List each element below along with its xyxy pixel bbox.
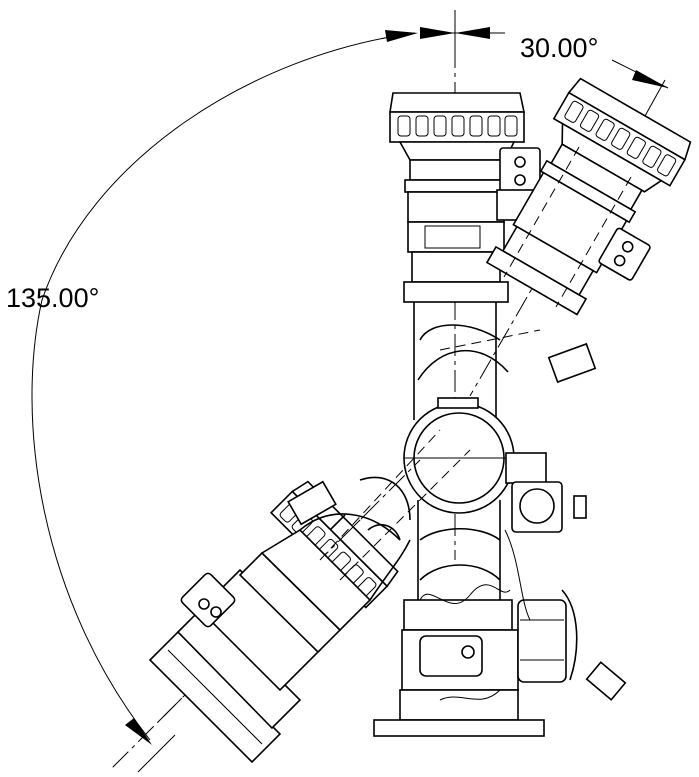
coupling-top-ring — [389, 92, 525, 113]
nozzle-clamp — [407, 221, 505, 253]
valve-top-cap — [437, 397, 479, 409]
handwheel-lower — [287, 480, 337, 526]
arrow-head-icon — [455, 27, 490, 39]
dimension-135-degrees: 135.00° — [6, 30, 418, 773]
arrow-head-icon — [125, 718, 152, 745]
tilted-nozzle-30 — [469, 77, 692, 397]
lower-actuator — [517, 599, 567, 683]
base-plate — [373, 719, 545, 737]
angled-extension-line-lower — [137, 734, 176, 773]
nozzle-body — [407, 191, 505, 223]
handwheel-upper — [547, 342, 597, 384]
arrow-head-icon — [385, 30, 418, 42]
arrow-head-icon — [632, 70, 668, 88]
nozzle-neck — [411, 251, 501, 283]
nozzle-actuator — [499, 147, 541, 194]
dimension-30-degrees: 30.00° — [420, 10, 669, 216]
vertical-nozzle-assembly — [389, 10, 541, 560]
cable-lines — [419, 529, 531, 701]
nozzle-band — [404, 179, 508, 193]
nozzle-flange — [403, 281, 509, 303]
angle-label-30: 30.00° — [520, 33, 598, 63]
lower-flange — [403, 599, 513, 631]
control-actuators — [419, 452, 627, 701]
control-knob — [573, 495, 587, 519]
lower-left-nozzle — [148, 429, 471, 764]
control-box-top — [505, 452, 547, 484]
arc-dimension-line — [31, 32, 416, 741]
coupling-taper — [398, 141, 516, 161]
angle-label-135: 135.00° — [6, 283, 99, 313]
base-column — [399, 689, 519, 721]
arrow-head-icon — [420, 27, 455, 39]
nozzle-collar — [409, 159, 503, 181]
connector-plug — [585, 661, 627, 701]
